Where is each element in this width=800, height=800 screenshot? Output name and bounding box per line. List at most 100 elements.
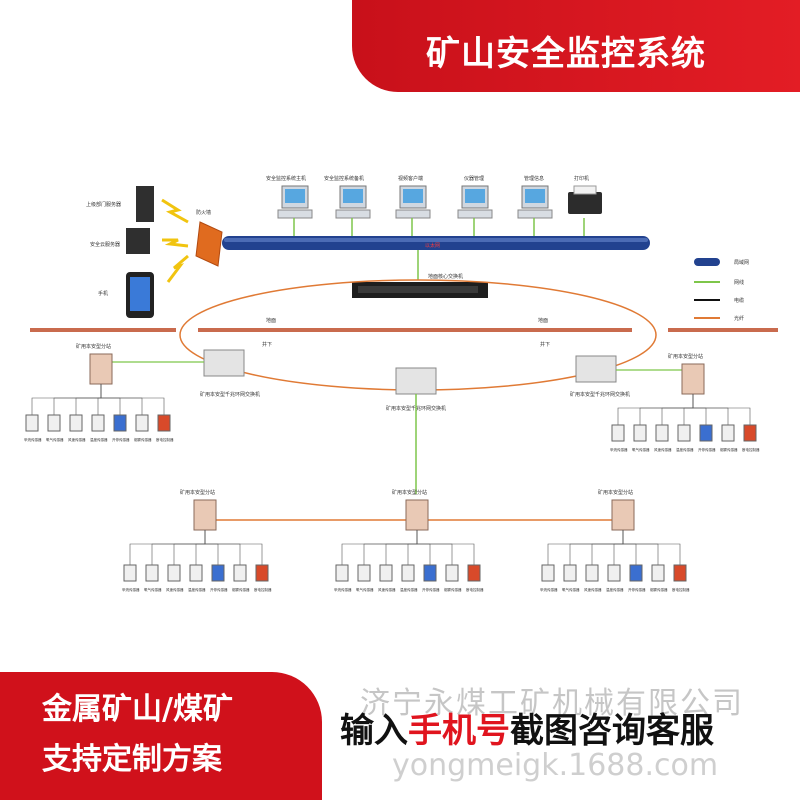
sensor-label: 烟雾传感器 <box>232 587 250 592</box>
sensor-label: 烟雾传感器 <box>134 437 152 442</box>
sensor-label: 温度传感器 <box>90 437 108 442</box>
watermark-cn: 济宁永煤工矿机械有限公司 <box>360 686 744 721</box>
sensor-icon <box>699 424 713 442</box>
sensor-label: 风速传感器 <box>68 437 86 442</box>
sensor-icon <box>655 424 669 442</box>
promo-line-1: 金属矿山/煤矿 <box>42 692 233 727</box>
cta-pre: 输入 <box>340 711 408 751</box>
sensor-icon <box>145 564 159 582</box>
sensor-label: 开停传感器 <box>422 587 440 592</box>
sensor-label: 断电控制器 <box>672 587 690 592</box>
instrument-label: 仪器管理 <box>464 175 484 182</box>
management-pc <box>517 185 553 219</box>
server-icon <box>136 186 154 222</box>
firewall: 防火墙 <box>195 209 223 267</box>
core-switch-label: 地面核心交换机 <box>428 273 463 280</box>
substation-cluster: 矿用本安型分站甲烷传感器氧气传感器风速传感器温度传感器开停传感器烟雾传感器断电控… <box>540 489 690 592</box>
server-icon <box>126 228 150 254</box>
sensor-label: 断电控制器 <box>466 587 484 592</box>
sensor-label: 氧气传感器 <box>562 587 580 592</box>
ring-switch-left: 矿用本安型千兆环网交换机 <box>200 349 260 398</box>
underground-label-right: 井下 <box>540 341 550 348</box>
sensor-label: 甲烷传感器 <box>540 587 558 592</box>
svg-text:矿用本安型千兆环网交换机: 矿用本安型千兆环网交换机 <box>570 391 630 398</box>
substation-box <box>681 363 705 395</box>
upper-server-label: 上级部门服务器 <box>86 201 121 208</box>
sensor-label: 甲烷传感器 <box>334 587 352 592</box>
sensor-icon <box>445 564 459 582</box>
sensor-icon <box>233 564 247 582</box>
page-title: 矿山安全监控系统 <box>426 34 706 74</box>
sensor-label: 氧气传感器 <box>356 587 374 592</box>
cta-highlight: 手机号 <box>408 711 510 751</box>
surface-line-left <box>30 328 176 332</box>
sensor-label: 开停传感器 <box>112 437 130 442</box>
substation-box <box>405 499 429 531</box>
sensor-icon <box>585 564 599 582</box>
sensor-label: 风速传感器 <box>378 587 396 592</box>
printer-icon <box>568 185 602 214</box>
sensor-label: 氧气传感器 <box>46 437 64 442</box>
video-pc <box>395 185 431 219</box>
sensor-icon <box>113 414 127 432</box>
substation-cluster: 矿用本安型分站甲烷传感器氧气传感器风速传感器温度传感器开停传感器烟雾传感器断电控… <box>334 489 484 592</box>
sensor-label: 风速传感器 <box>166 587 184 592</box>
sensor-icon <box>651 564 665 582</box>
sensor-icon <box>743 424 757 442</box>
mgmt-label: 管理信息 <box>524 175 544 182</box>
sensor-icon <box>335 564 349 582</box>
promo-box: 金属矿山/煤矿 支持定制方案 <box>0 672 322 800</box>
sensor-icon <box>69 414 83 432</box>
cta-post: 截图咨询客服 <box>510 711 714 751</box>
phone-label: 手机 <box>98 290 108 297</box>
cta-text: 输入手机号截图咨询客服 <box>340 703 714 752</box>
sensor-icon <box>357 564 371 582</box>
wireless-icon <box>161 198 189 224</box>
sensor-label: 烟雾传感器 <box>720 447 738 452</box>
ring-switch-right: 矿用本安型千兆环网交换机 <box>570 355 630 398</box>
substation-label: 矿用本安型分站 <box>598 489 633 496</box>
sensor-label: 断电控制器 <box>742 447 760 452</box>
sensor-label: 甲烷传感器 <box>24 437 42 442</box>
surface-label-right: 地面 <box>538 317 548 324</box>
backup-label: 安全监控系统备机 <box>324 175 364 182</box>
substation-cluster: 矿用本安型分站甲烷传感器氧气传感器风速传感器温度传感器开停传感器烟雾传感器断电控… <box>610 353 760 452</box>
sensor-label: 甲烷传感器 <box>610 447 628 452</box>
legend: 局域网 网线 电缆 光纤 <box>694 258 749 322</box>
sensor-icon <box>563 564 577 582</box>
wireless-icon <box>166 254 189 283</box>
sensor-label: 开停传感器 <box>210 587 228 592</box>
host-label: 安全监控系统主机 <box>266 175 306 182</box>
surface-line-right <box>668 328 778 332</box>
sensor-label: 氧气传感器 <box>632 447 650 452</box>
instrument-pc <box>457 185 493 219</box>
watermark-en: yongmeigk.1688.com <box>392 748 719 783</box>
sensor-icon <box>541 564 555 582</box>
underground-label-left: 井下 <box>262 341 272 348</box>
sensor-icon <box>721 424 735 442</box>
sensor-label: 温度传感器 <box>676 447 694 452</box>
cloud-server-label: 安全云服务器 <box>90 241 120 248</box>
sensor-icon <box>629 564 643 582</box>
sensor-label: 温度传感器 <box>606 587 624 592</box>
promo-line-2: 支持定制方案 <box>42 742 222 777</box>
svg-text:网线: 网线 <box>734 279 744 286</box>
sensor-icon <box>157 414 171 432</box>
sensor-label: 风速传感器 <box>584 587 602 592</box>
surface-line-mid <box>198 328 632 332</box>
substation-label: 矿用本安型分站 <box>392 489 427 496</box>
svg-text:矿用本安型千兆环网交换机: 矿用本安型千兆环网交换机 <box>200 391 260 398</box>
host-pc <box>277 185 313 219</box>
substation-cluster: 矿用本安型分站甲烷传感器氧气传感器风速传感器温度传感器开停传感器烟雾传感器断电控… <box>24 343 174 442</box>
backup-pc <box>335 185 371 219</box>
sensor-icon <box>611 424 625 442</box>
sensor-icon <box>167 564 181 582</box>
sensor-label: 开停传感器 <box>628 587 646 592</box>
sensor-icon <box>423 564 437 582</box>
printer-label: 打印机 <box>574 175 589 182</box>
sensor-icon <box>633 424 647 442</box>
sensor-label: 温度传感器 <box>400 587 418 592</box>
surface-label-left: 地面 <box>266 317 276 324</box>
sensor-icon <box>379 564 393 582</box>
